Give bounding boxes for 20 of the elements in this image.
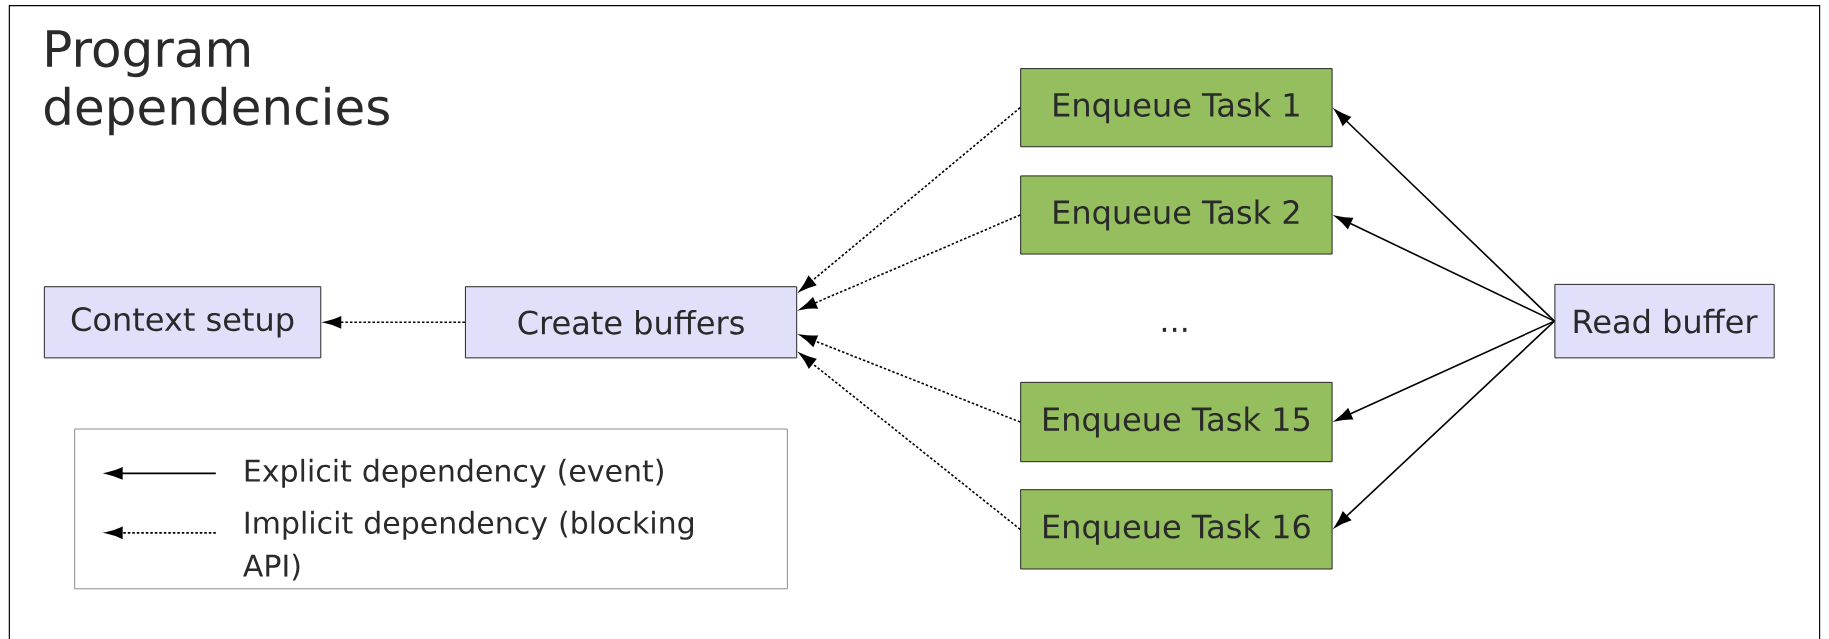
- task-box: Enqueue Task 16: [1020, 489, 1333, 570]
- arrow: [799, 334, 1021, 423]
- arrow: [1335, 320, 1556, 422]
- ellipsis: ...: [1162, 327, 1187, 332]
- process-box: Create buffers: [464, 286, 798, 359]
- title: Program dependencies: [44, 30, 389, 136]
- arrow: [1334, 109, 1556, 322]
- process-box: Read buffer: [1554, 283, 1775, 359]
- arrow: [799, 214, 1021, 310]
- task-box: Enqueue Task 1: [1020, 68, 1333, 148]
- arrow: [799, 106, 1021, 292]
- arrow: [324, 316, 466, 329]
- arrow: [1334, 320, 1556, 528]
- legend-text: Implicit dependency (blocking API): [243, 510, 693, 581]
- arrow: [1335, 215, 1556, 322]
- task-box: Enqueue Task 15: [1020, 381, 1333, 463]
- process-box: Context setup: [43, 286, 322, 359]
- arrow: [799, 353, 1021, 531]
- legend-text: Explicit dependency (event): [245, 458, 663, 488]
- task-box: Enqueue Task 2: [1020, 175, 1333, 255]
